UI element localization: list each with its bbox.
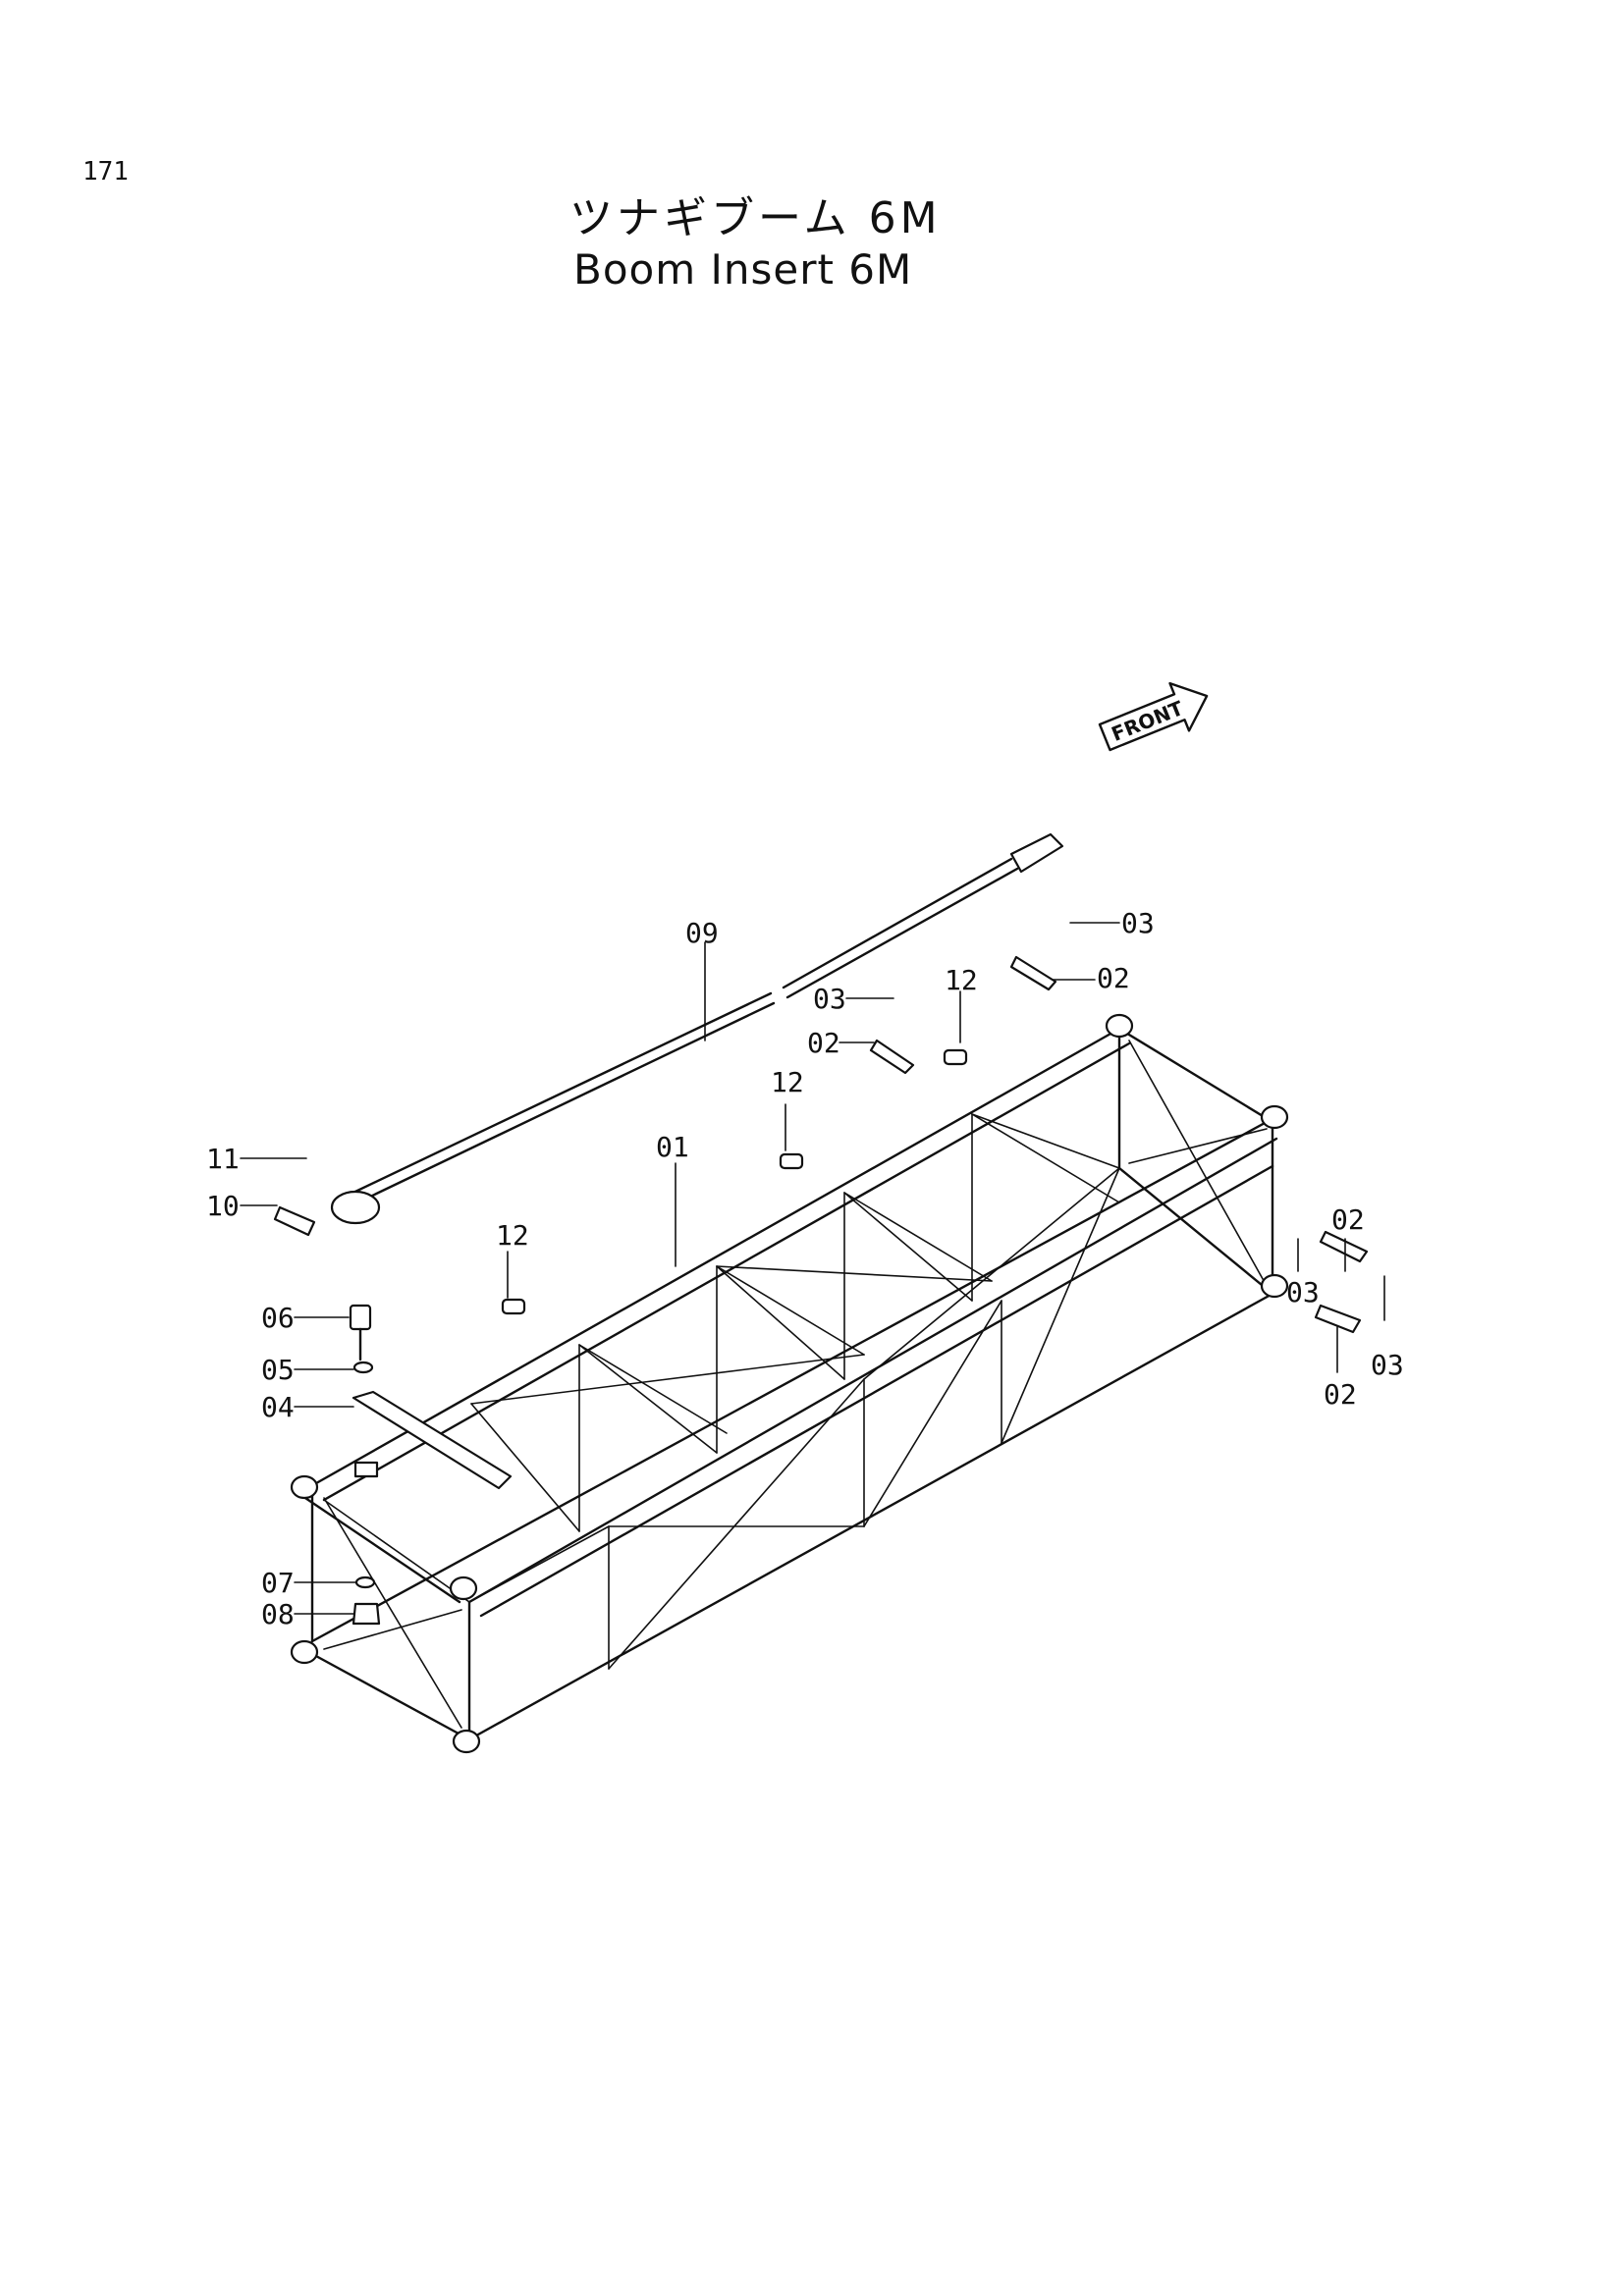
callout-12-left: 12 bbox=[496, 1219, 529, 1252]
boom-end-lugs bbox=[290, 1013, 1289, 1754]
callout-10: 10 bbox=[206, 1190, 240, 1222]
front-arrow-icon: FRONT bbox=[1098, 681, 1209, 752]
callout-09: 09 bbox=[685, 917, 719, 949]
callout-labels: 09 03 02 03 02 12 12 11 10 01 03 02 12 0… bbox=[206, 907, 1404, 1630]
page-number: 171 bbox=[82, 157, 129, 187]
title-japanese: ツナギブーム 6M bbox=[569, 193, 942, 243]
callout-11: 11 bbox=[206, 1143, 240, 1175]
callout-01: 01 bbox=[656, 1131, 689, 1163]
callout-02-right: 02 bbox=[1331, 1203, 1365, 1236]
callout-leaders bbox=[240, 922, 1385, 1615]
callout-06: 06 bbox=[261, 1302, 295, 1334]
cover-plate-assembly bbox=[349, 1304, 513, 1626]
pendant-rope bbox=[330, 832, 1064, 1225]
callout-03-middle: 03 bbox=[813, 983, 846, 1015]
callout-07: 07 bbox=[261, 1567, 295, 1599]
callout-12-upper: 12 bbox=[945, 964, 978, 996]
callout-05: 05 bbox=[261, 1354, 295, 1386]
callout-02-lower-right: 02 bbox=[1324, 1378, 1357, 1411]
callout-02-upper-right: 02 bbox=[1097, 962, 1130, 994]
callout-08: 08 bbox=[261, 1598, 295, 1630]
callout-03-lower-right: 03 bbox=[1371, 1349, 1404, 1381]
connecting-pins bbox=[273, 955, 1369, 1334]
callout-03-upper-right: 03 bbox=[1121, 907, 1155, 939]
callout-04: 04 bbox=[261, 1391, 295, 1423]
title-english: Boom Insert 6M bbox=[573, 245, 913, 294]
callout-12-middle: 12 bbox=[771, 1066, 804, 1098]
front-label: FRONT bbox=[1109, 696, 1187, 746]
callout-03-right: 03 bbox=[1286, 1276, 1320, 1308]
boom-lattice-frame bbox=[298, 1027, 1278, 1741]
retainer-clips bbox=[501, 1048, 968, 1315]
callout-02-middle: 02 bbox=[807, 1027, 840, 1059]
